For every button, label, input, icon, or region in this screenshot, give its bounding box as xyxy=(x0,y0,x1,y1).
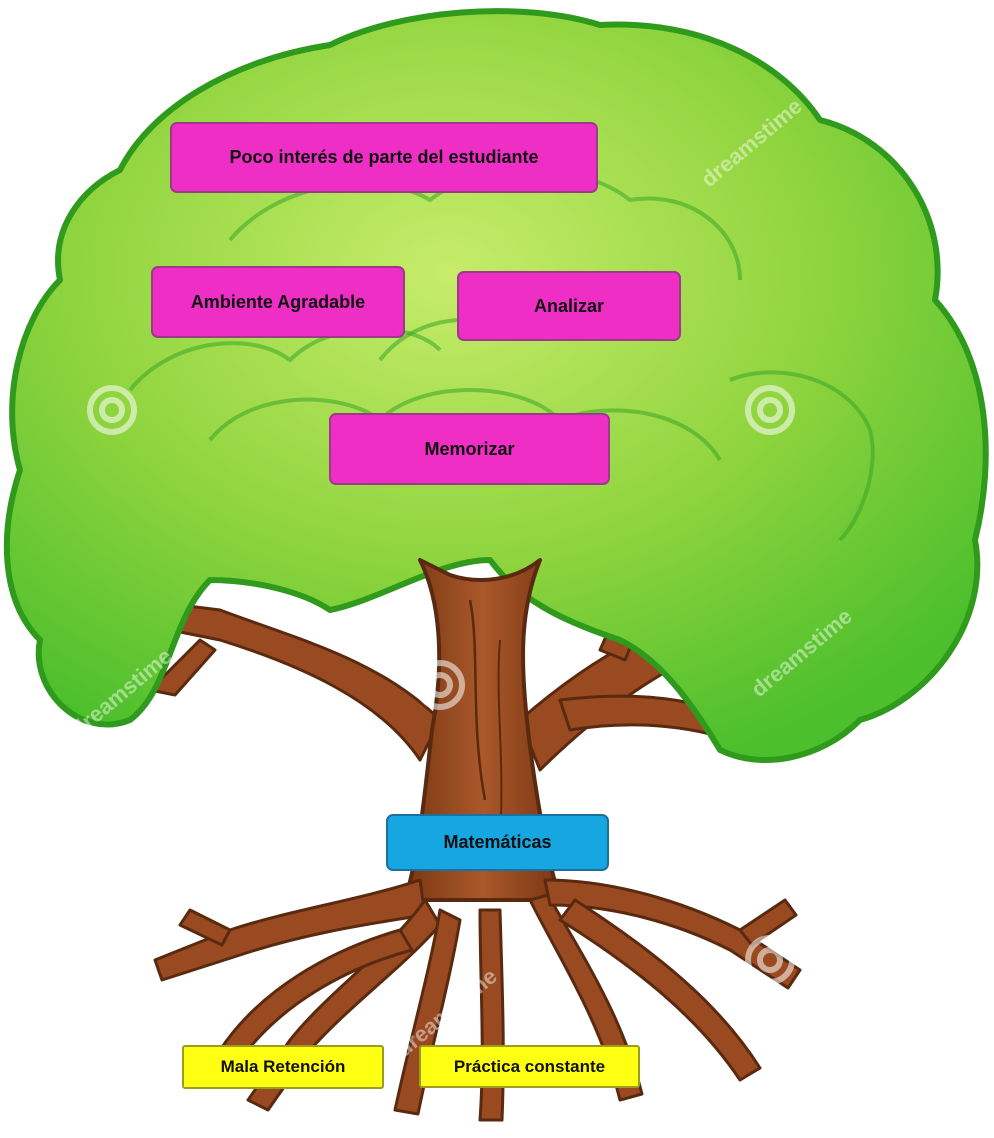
node-mala-retencion[interactable]: Mala Retención xyxy=(182,1045,384,1089)
canopy xyxy=(3,8,989,763)
watermark-swirls xyxy=(85,385,795,985)
node-poco-interes[interactable]: Poco interés de parte del estudiante xyxy=(170,122,598,193)
node-practica-constante[interactable]: Práctica constante xyxy=(419,1045,640,1088)
node-matematicas[interactable]: Matemáticas xyxy=(386,814,609,871)
node-analizar[interactable]: Analizar xyxy=(457,271,681,341)
node-ambiente-agradable[interactable]: Ambiente Agradable xyxy=(151,266,405,338)
node-memorizar[interactable]: Memorizar xyxy=(329,413,610,485)
